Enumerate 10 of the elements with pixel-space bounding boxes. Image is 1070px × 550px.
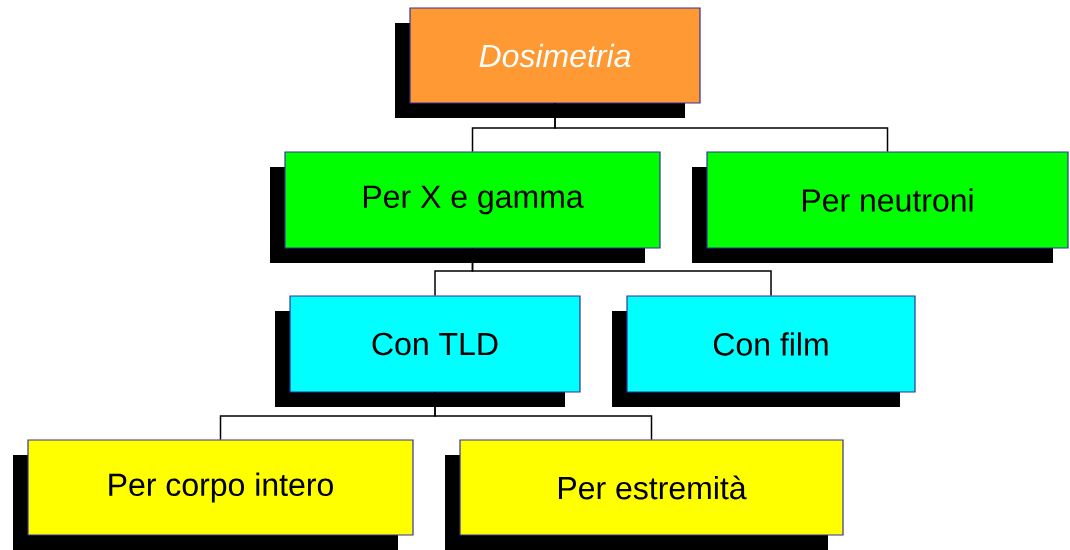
connector-line [471, 247, 772, 297]
connector-line [554, 102, 889, 153]
category-box: Con TLD [275, 295, 581, 407]
category-box: Per X e gamma [270, 151, 661, 263]
category-box: Per corpo intero [13, 439, 414, 550]
category-box: Dosimetria [395, 7, 701, 118]
category-box: Con film [612, 295, 916, 407]
connector-line [434, 391, 653, 441]
category-box: Per estremità [445, 439, 844, 550]
category-box: Per neutroni [692, 151, 1069, 263]
